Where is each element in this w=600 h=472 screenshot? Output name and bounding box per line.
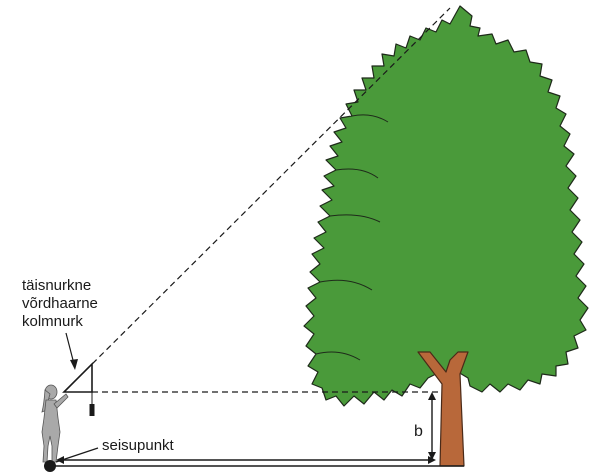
triangle-label-line1: täisnurkne (22, 277, 91, 294)
tree-trunk (417, 351, 469, 467)
person-silhouette (41, 384, 69, 463)
triangle-label-line3: kolmnurk (22, 313, 83, 330)
triangle-label-line2: võrdhaarne (22, 295, 98, 312)
standpoint-dot (44, 460, 56, 472)
triangle-pointer-arrow (65, 332, 78, 370)
standpoint-pointer (55, 447, 99, 463)
foliage-texture (315, 114, 389, 361)
sight-line-to-top (63, 7, 451, 393)
standpoint-label: seisupunkt (102, 437, 175, 454)
tree-foliage (303, 5, 589, 407)
height-b-label: b (414, 423, 423, 440)
triangle-instrument (62, 362, 95, 416)
height-b-arrow (428, 392, 436, 460)
distance-arrow (56, 456, 436, 464)
